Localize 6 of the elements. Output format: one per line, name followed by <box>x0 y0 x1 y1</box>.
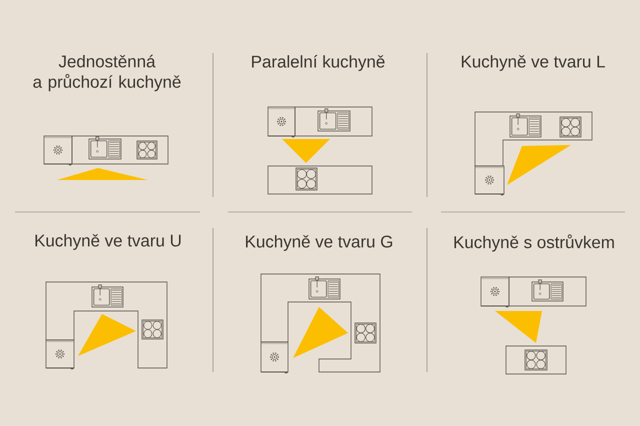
heading: Jednostěnná a průchozí kuchyně <box>33 54 181 92</box>
heading: Kuchyně s ostrůvkem <box>454 234 614 252</box>
heading: Kuchyně ve tvaru L <box>462 55 605 71</box>
heading: Kuchyně ve tvaru G <box>246 235 392 251</box>
heading: Kuchyně ve tvaru U <box>36 234 181 250</box>
heading: Paralelní kuchyně <box>252 55 385 71</box>
